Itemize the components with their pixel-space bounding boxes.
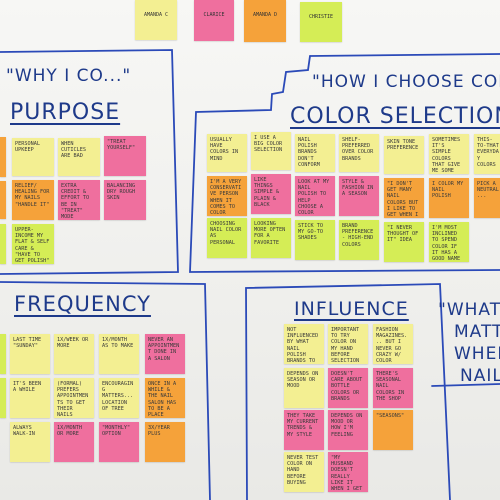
frequency-note: never an appointment done in a salon: [145, 334, 185, 374]
purpose-note: personal upkeep: [12, 138, 54, 176]
color-note: I'm most inclined to spend color if it h…: [429, 222, 469, 262]
purpose-edge-note: [0, 224, 6, 264]
influence-note: "my husband doesn't really like it when …: [328, 452, 368, 492]
color-note: usually have colors in mind: [207, 134, 247, 172]
color-note: look at my nail polish to help choose a …: [295, 176, 335, 216]
color-selection-heading: COLOR SELECTION: [290, 104, 500, 129]
what-heading-line3: WHEN: [454, 344, 500, 364]
influence-note: depends on mood or how I'm feeling: [328, 410, 368, 450]
influence-note: fashion magazines... but I never go craz…: [373, 324, 413, 364]
color-note: I use a big color selection: [251, 132, 291, 170]
influence-note: depends on season or mood: [284, 368, 324, 408]
name-note-1: Amanda C: [135, 0, 177, 40]
purpose-edge-note: [0, 137, 6, 177]
influence-note: doesn't care about bottle colors or bran…: [328, 368, 368, 408]
color-note: "I never thought of it" idea: [384, 222, 424, 262]
color-note: I'm a very conservative person when it c…: [207, 176, 247, 216]
color-note: style & fashion in a season: [339, 176, 379, 216]
frequency-note: (formal) prefers appointments to get the…: [54, 378, 94, 418]
frequency-note: 1x/month or more: [54, 422, 94, 462]
frequency-note: once in a while & the nail salon has to …: [145, 378, 185, 418]
color-note: sometimes it's simple colors that give m…: [429, 134, 469, 174]
influence-note: never test color on hand before buying: [284, 452, 324, 492]
frequency-note: 1x/week or more: [54, 334, 94, 374]
frequency-note: 3x/year plus: [145, 422, 185, 462]
name-note-4: Christie: [300, 2, 342, 42]
what-heading-line4: NAIL: [460, 366, 500, 386]
color-note: shelf-preferred over color brands: [339, 134, 379, 172]
color-note: this-to-that everyday colors: [474, 134, 500, 174]
purpose-note: when cuticles are bad: [58, 138, 100, 176]
purpose-note: "treat yourself": [104, 136, 146, 176]
influence-note: they take my current trends & my style: [284, 410, 324, 450]
frequency-note: it's been a while: [10, 378, 50, 418]
frequency-note: "monthly" option: [99, 422, 139, 462]
name-note-3: Amanda D: [244, 0, 286, 42]
what-heading-line1: "WHAT: [438, 300, 500, 320]
color-note: stick to my go-to shades: [295, 220, 335, 260]
color-note: choosing nail color as personal: [207, 218, 247, 258]
frequency-note: always walk-in: [10, 422, 50, 462]
how-heading: "HOW I CHOOSE COL: [312, 72, 500, 92]
color-note: nail polish brands don't conform: [295, 134, 335, 172]
influence-heading: INFLUENCE: [294, 298, 409, 320]
influence-note: important to try color on my hand before…: [328, 324, 368, 364]
color-note: I color my nail polish: [429, 178, 469, 218]
name-note-2: Clarice: [194, 0, 234, 41]
influence-note: not influenced by what nail polish brand…: [284, 324, 324, 364]
color-note: "I don't get many nail colors but I like…: [384, 178, 424, 218]
frequency-edge-note: [0, 378, 6, 418]
color-note: looking more often for a favorite: [251, 218, 291, 258]
color-note: brand preference - high-end colors: [339, 220, 379, 260]
why-heading: "WHY I CO...": [6, 66, 132, 86]
purpose-note: extra credit & effort to be in "treat" m…: [58, 180, 100, 220]
frequency-note: 1x/month as to make: [99, 334, 139, 374]
purpose-edge-note: [0, 181, 6, 219]
purpose-note: upper-income my flat & self care & "have…: [12, 224, 54, 264]
frequency-edge-note: [0, 334, 6, 374]
frequency-note: last time "Sunday": [10, 334, 50, 374]
influence-note: "seasons": [373, 410, 413, 450]
color-note: skin tone preference: [384, 136, 424, 174]
color-note: pick a neutral...: [474, 178, 500, 218]
influence-note: there's seasonal nail colors in the shop: [373, 368, 413, 408]
frequency-note: encouraging matters... location of tree: [99, 378, 139, 418]
purpose-note: relief/ healing for my nails "handle it": [12, 180, 54, 220]
color-note: like things simple & plain & black: [251, 174, 291, 214]
purpose-note: balancing dry rough skin: [104, 180, 146, 220]
what-heading-line2: MATTE: [454, 322, 500, 342]
purpose-heading: PURPOSE: [10, 100, 121, 125]
frequency-heading: FREQUENCY: [14, 292, 151, 316]
